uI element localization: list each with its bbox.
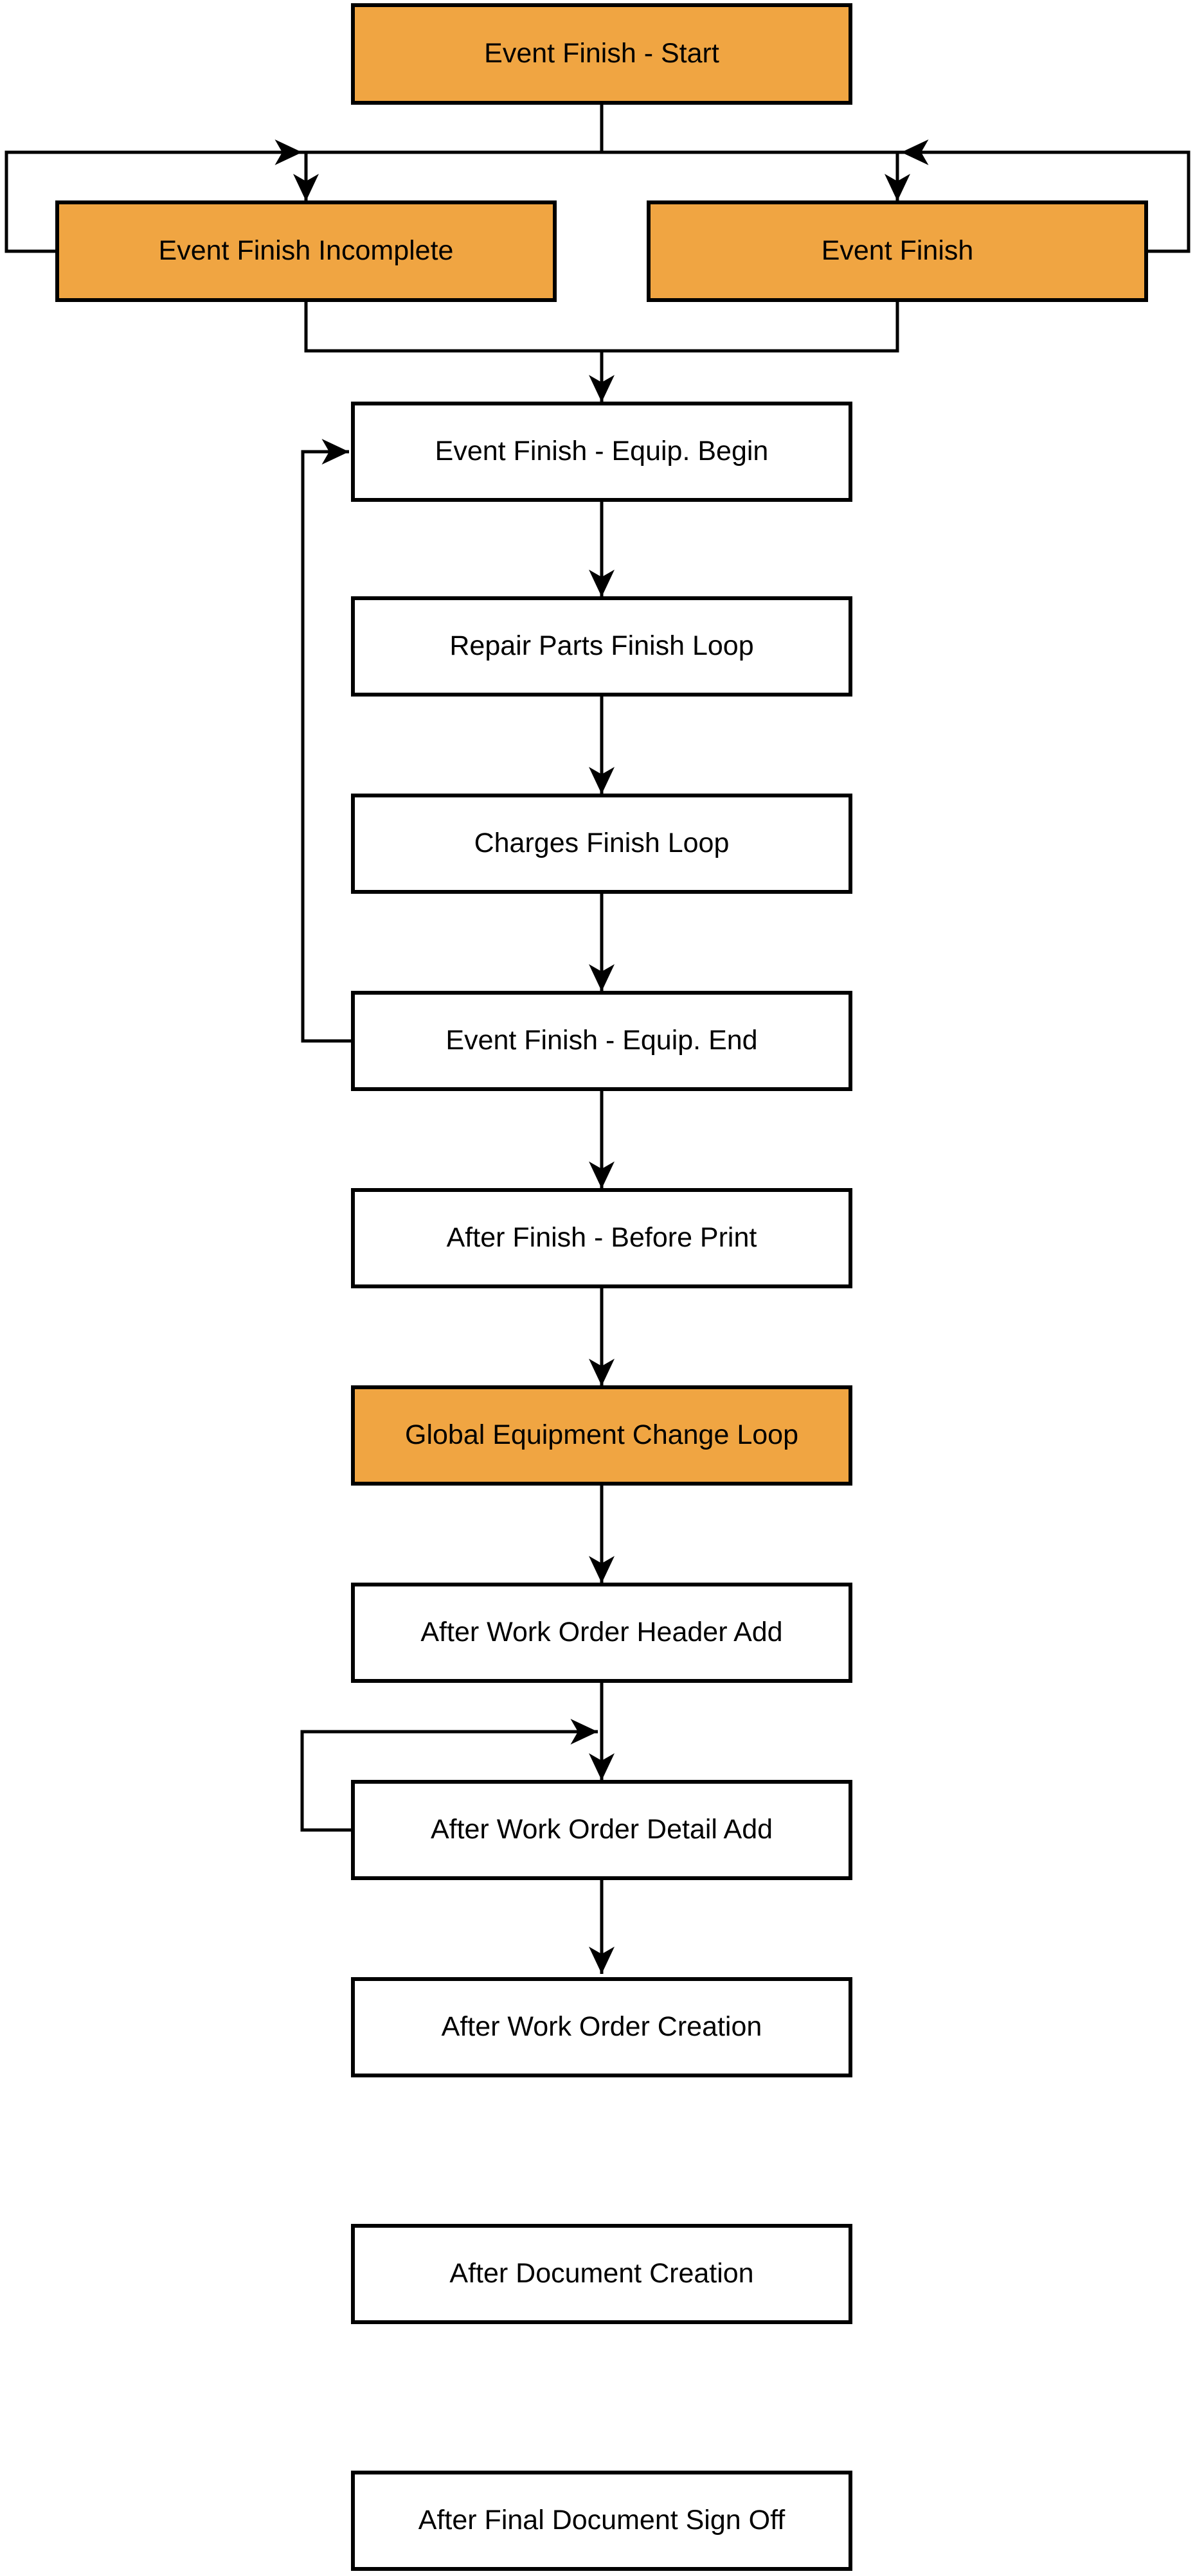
node-after-work-order-header-add: After Work Order Header Add — [351, 1583, 852, 1683]
node-after-work-order-creation: After Work Order Creation — [351, 1977, 852, 2077]
node-after-work-order-detail-add: After Work Order Detail Add — [351, 1780, 852, 1880]
node-event-finish-incomplete: Event Finish Incomplete — [55, 200, 557, 302]
node-repair-parts-finish-loop: Repair Parts Finish Loop — [351, 596, 852, 697]
node-event-finish-equip-begin: Event Finish - Equip. Begin — [351, 402, 852, 502]
node-event-finish-equip-end: Event Finish - Equip. End — [351, 991, 852, 1091]
connector-finish-loop-back — [901, 139, 1191, 253]
node-after-document-creation: After Document Creation — [351, 2224, 852, 2324]
connector-detail-add-self-loop — [300, 1719, 598, 1832]
node-event-finish-start: Event Finish - Start — [351, 3, 852, 105]
node-global-equipment-change-loop: Global Equipment Change Loop — [351, 1385, 852, 1486]
node-after-finish-before-print: After Finish - Before Print — [351, 1188, 852, 1288]
node-after-final-document-sign-off: After Final Document Sign Off — [351, 2471, 852, 2571]
node-event-finish: Event Finish — [647, 200, 1148, 302]
connector-incomplete-loop-back — [4, 139, 302, 253]
connector-merge — [304, 302, 899, 353]
connector-equip-end-loop-back — [301, 439, 351, 1043]
node-charges-finish-loop: Charges Finish Loop — [351, 794, 852, 894]
